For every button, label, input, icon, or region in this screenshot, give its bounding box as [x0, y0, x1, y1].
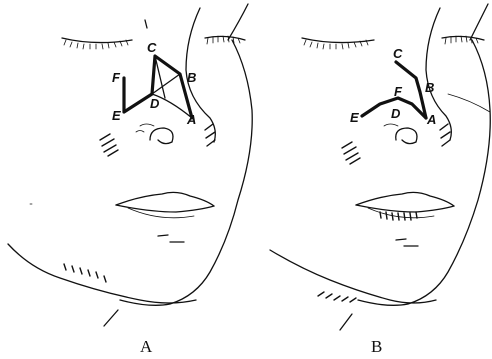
- label-a-f: F: [112, 70, 121, 85]
- label-a-c: C: [147, 40, 157, 55]
- label-b-a: A: [426, 112, 436, 127]
- label-a-d: D: [150, 96, 160, 111]
- label-a-b: B: [187, 70, 196, 85]
- label-a-e: E: [112, 108, 121, 123]
- face-drawing-a: [8, 4, 252, 326]
- face-drawing-b: [270, 4, 490, 330]
- panel-b: C B F D E A B: [270, 4, 490, 356]
- panel-caption-a: A: [140, 337, 153, 356]
- label-b-c: C: [393, 46, 403, 61]
- panel-a: C B F D E A A: [8, 4, 252, 356]
- label-b-b: B: [425, 80, 434, 95]
- label-b-d: D: [391, 106, 401, 121]
- label-a-a: A: [186, 112, 196, 127]
- label-b-e: E: [350, 110, 359, 125]
- panel-caption-b: B: [371, 337, 382, 356]
- label-b-f: F: [394, 84, 403, 99]
